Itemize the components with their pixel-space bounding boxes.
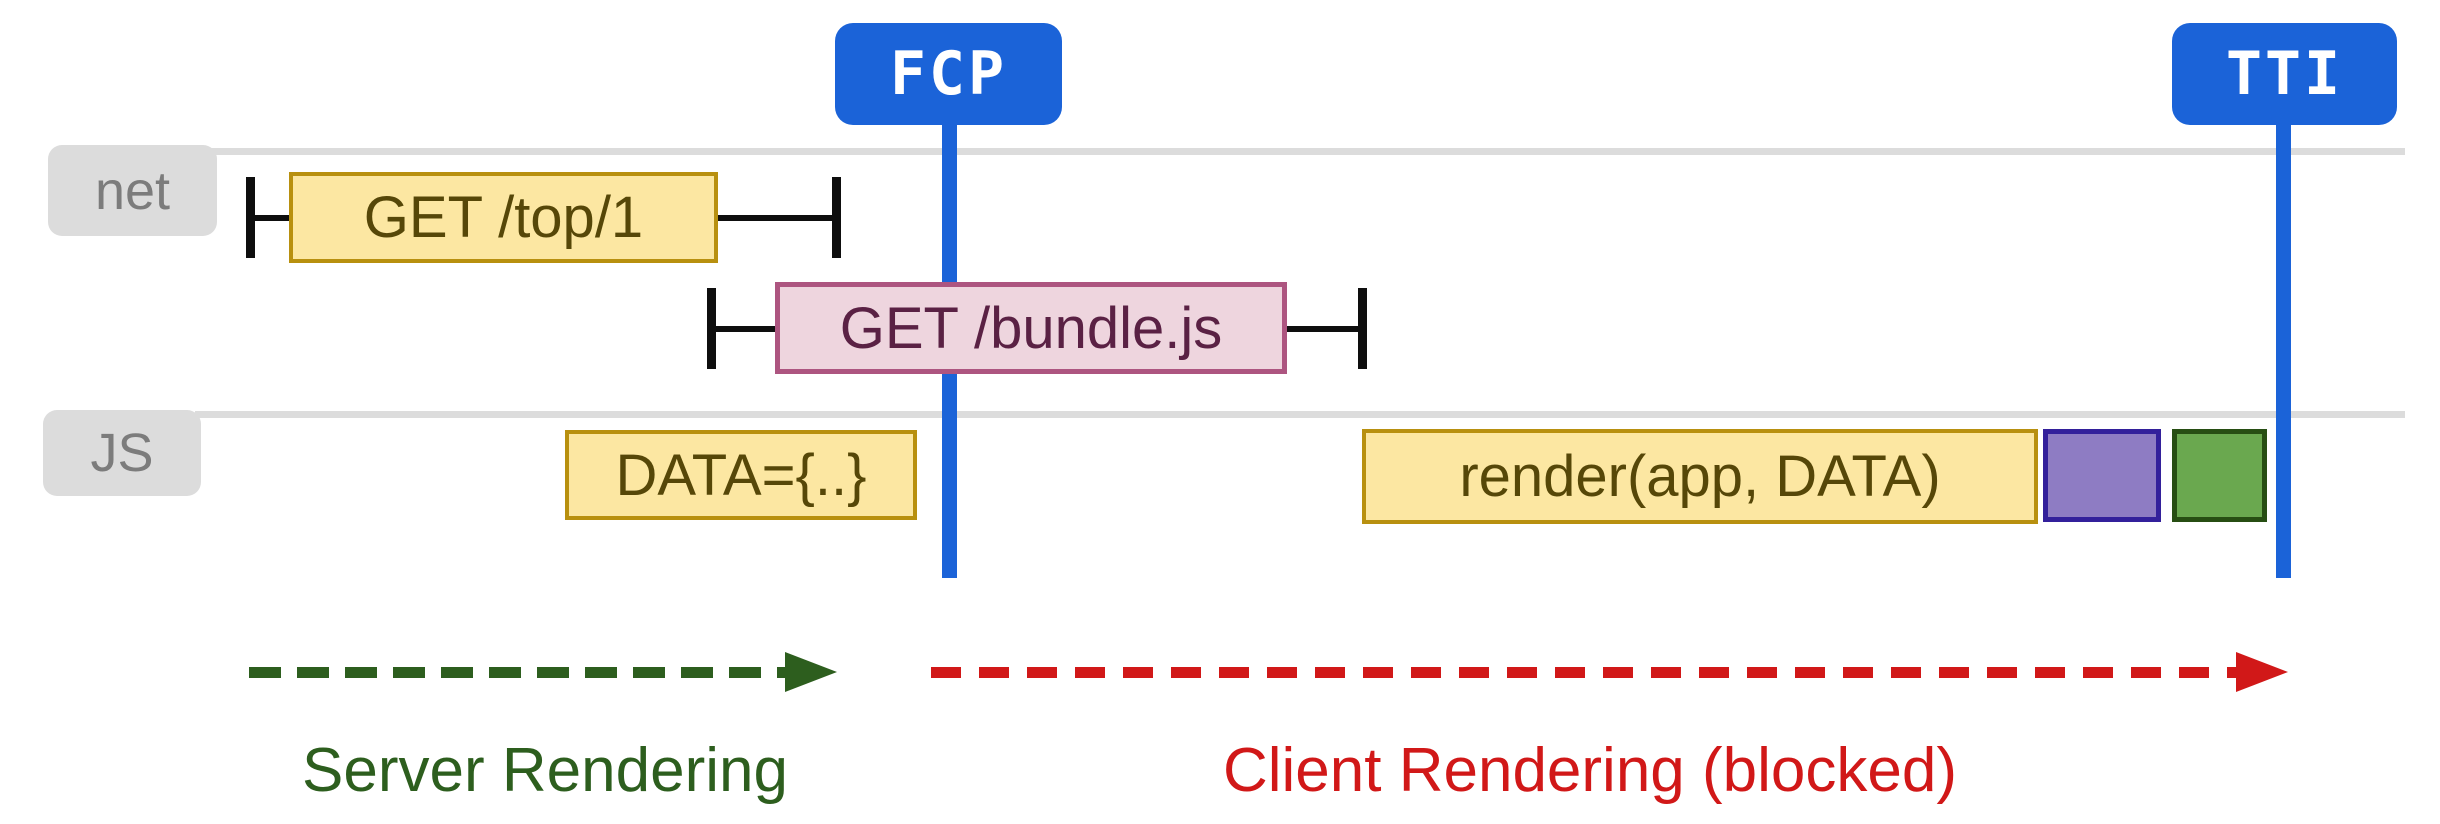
get-bundle-task: GET /bundle.js <box>775 282 1287 374</box>
purple-js-task <box>2043 429 2161 522</box>
fcp-badge-text: FCP <box>889 39 1008 109</box>
get-bundle-start-tick <box>707 288 716 369</box>
get-bundle-right-whisker <box>1287 326 1361 332</box>
net-lane-label: net <box>48 145 217 236</box>
tti-marker-line <box>2276 125 2291 578</box>
server-rendering-arrow <box>249 667 785 678</box>
data-assign-task: DATA={..} <box>565 430 917 520</box>
server-rendering-label: Server Rendering <box>302 736 788 805</box>
get-top-task-label: GET /top/1 <box>363 185 644 250</box>
js-lane-label-text: JS <box>90 423 154 483</box>
net-lane-label-text: net <box>94 160 171 221</box>
get-bundle-end-tick <box>1358 288 1367 369</box>
client-rendering-arrow <box>931 667 2236 678</box>
render-app-task: render(app, DATA) <box>1362 429 2038 524</box>
get-top-start-tick <box>246 177 255 258</box>
green-js-task <box>2172 429 2267 522</box>
get-top-end-tick <box>832 177 841 258</box>
js-lane-label: JS <box>43 410 201 496</box>
get-bundle-left-whisker <box>712 326 775 332</box>
server-rendering-arrowhead <box>785 652 837 692</box>
get-bundle-task-label: GET /bundle.js <box>839 295 1223 361</box>
js-lane-line <box>195 411 2405 418</box>
client-rendering-label: Client Rendering (blocked) <box>1222 736 1958 805</box>
render-app-task-label: render(app, DATA) <box>1459 444 1941 509</box>
tti-badge: TTI <box>2172 23 2397 125</box>
client-rendering-arrowhead <box>2236 652 2288 692</box>
get-top-right-whisker <box>718 215 836 221</box>
get-top-left-whisker <box>251 215 292 221</box>
tti-badge-text: TTI <box>2225 39 2344 109</box>
net-lane-line <box>205 148 2405 155</box>
get-top-task: GET /top/1 <box>289 172 718 263</box>
fcp-badge: FCP <box>835 23 1062 125</box>
data-assign-task-label: DATA={..} <box>615 442 867 508</box>
